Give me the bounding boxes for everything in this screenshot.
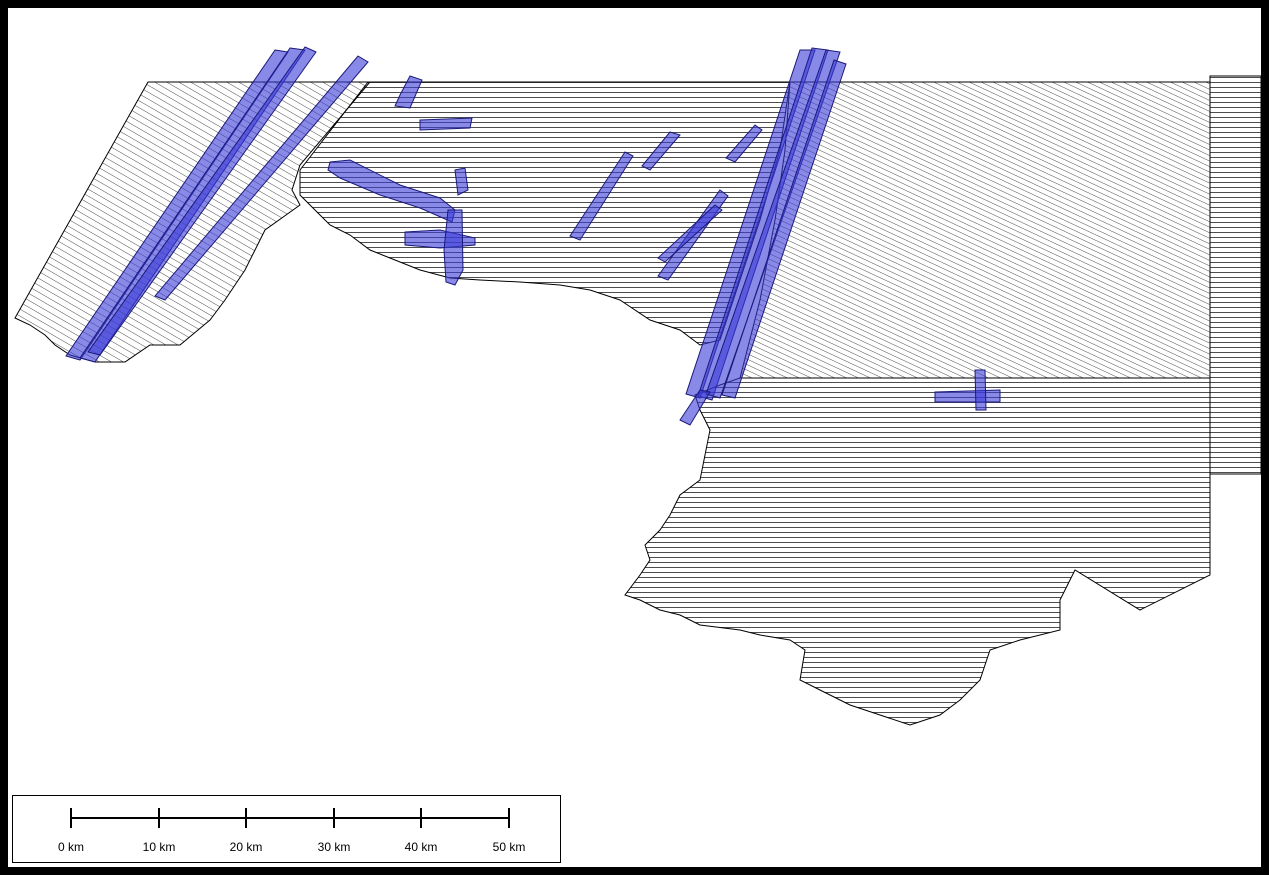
swath-group-mideast bbox=[569, 124, 763, 281]
map-canvas[interactable] bbox=[8, 8, 1261, 867]
swath-group-southeast bbox=[934, 369, 1001, 411]
scale-label-0: 0 km bbox=[58, 840, 84, 854]
scale-label-10: 10 km bbox=[143, 840, 176, 854]
region-south bbox=[624, 377, 1211, 726]
scale-label-30: 30 km bbox=[318, 840, 351, 854]
scale-bar: 0 km 10 km 20 km 30 km 40 km 50 km bbox=[12, 795, 561, 863]
scale-label-20: 20 km bbox=[230, 840, 263, 854]
region-east-strip bbox=[1209, 75, 1261, 475]
swath-group-east bbox=[679, 47, 847, 426]
scale-label-40: 40 km bbox=[405, 840, 438, 854]
swath-group-central bbox=[327, 75, 476, 286]
swath-group-west bbox=[65, 46, 369, 363]
scale-label-50: 50 km bbox=[493, 840, 526, 854]
